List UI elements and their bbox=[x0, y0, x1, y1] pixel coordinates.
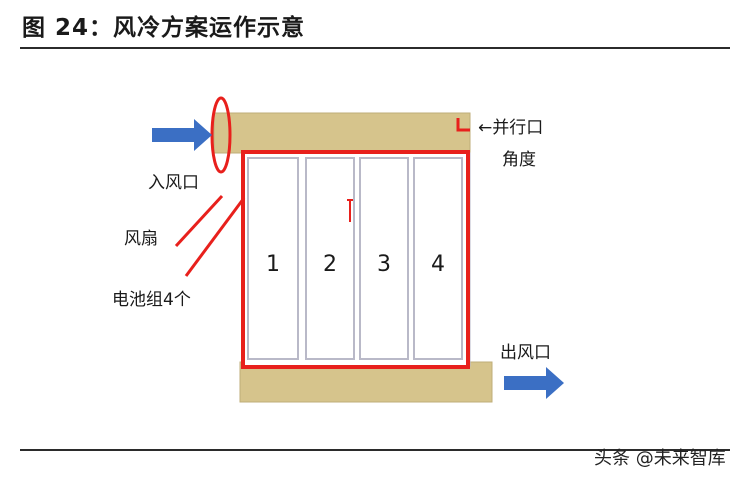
cell-label-2: 2 bbox=[323, 252, 337, 277]
battery-cells bbox=[247, 157, 463, 360]
title-divider bbox=[20, 47, 730, 49]
fan-label: 风扇 bbox=[124, 229, 158, 249]
battery-pack-outline bbox=[241, 150, 470, 369]
battery-leader-line bbox=[184, 197, 246, 277]
battery-cell-1 bbox=[247, 157, 299, 360]
footer-divider bbox=[20, 449, 730, 451]
inlet-label: 入风口 bbox=[148, 173, 199, 193]
figure-title: 图 24：风冷方案运作示意 bbox=[22, 15, 306, 41]
outlet-arrow-icon bbox=[504, 367, 564, 399]
inlet-arrow-icon bbox=[152, 119, 212, 151]
fan-leader-line bbox=[174, 194, 224, 248]
source-watermark: 头条 @未来智库 bbox=[594, 448, 726, 469]
parallel-port-label: ←并行口 bbox=[478, 118, 543, 138]
cell-label-1: 1 bbox=[266, 252, 280, 277]
cell-label-3: 3 bbox=[377, 252, 391, 277]
battery-group-label: 电池组4个 bbox=[112, 290, 191, 310]
outlet-label: 出风口 bbox=[500, 343, 551, 363]
battery-cell-4 bbox=[413, 157, 463, 360]
parallel-port-marker bbox=[456, 118, 470, 132]
battery-cell-3 bbox=[359, 157, 409, 360]
top-air-duct bbox=[213, 112, 471, 154]
battery-cell-2 bbox=[305, 157, 355, 360]
angle-label: 角度 bbox=[502, 150, 536, 170]
cell-label-4: 4 bbox=[431, 252, 445, 277]
